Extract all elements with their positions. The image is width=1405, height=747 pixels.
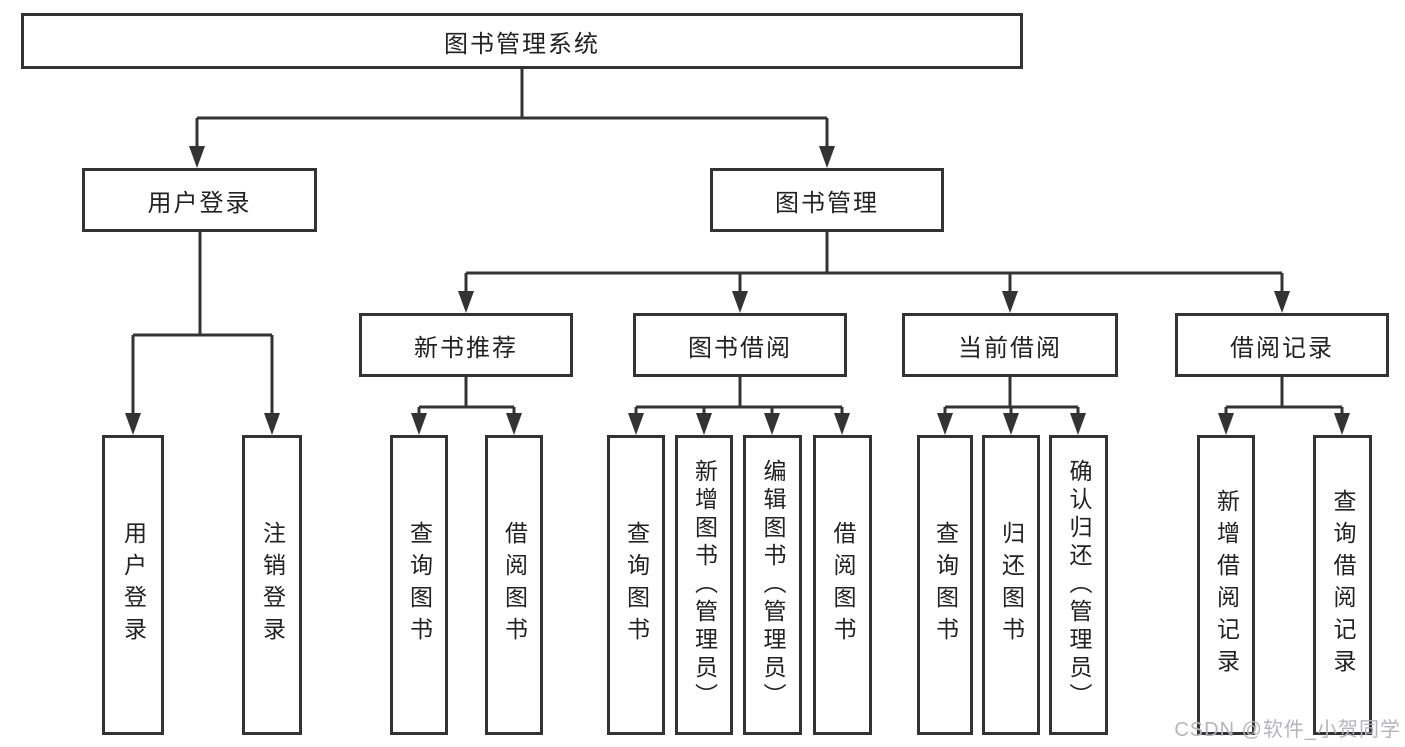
leaf-return-book: 归还图书 (982, 435, 1040, 735)
arrowhead-icon (1070, 413, 1086, 435)
arrowhead-icon (764, 413, 780, 435)
arrowhead-icon (411, 413, 427, 435)
arrowhead-icon (125, 413, 141, 435)
arrowhead-icon (506, 413, 522, 435)
arrowhead-icon (834, 413, 850, 435)
arrowhead-icon (1334, 413, 1350, 435)
connector-borrow (634, 377, 844, 419)
connector-root (195, 69, 829, 152)
arrowhead-icon (696, 413, 712, 435)
arrowhead-icon (732, 291, 748, 313)
leaf-query-book-rec: 查询图书 (390, 435, 448, 735)
connector-current (943, 377, 1080, 419)
leaf-query-book-borrow: 查询图书 (607, 435, 665, 735)
connector-mgmt (464, 232, 1284, 297)
leaf-add-borrow-record: 新增借阅记录 (1197, 435, 1255, 735)
connector-login (131, 232, 274, 419)
leaf-query-book-current: 查询图书 (917, 435, 973, 735)
node-user-login: 用户登录 (82, 168, 317, 232)
arrowhead-icon (1274, 291, 1290, 313)
node-book-management: 图书管理 (710, 168, 944, 232)
watermark: CSDN @软件_小贺同学 (1174, 719, 1401, 741)
node-borrow-records: 借阅记录 (1175, 313, 1389, 377)
leaf-borrow-book: 借阅图书 (813, 435, 872, 735)
leaf-borrow-book-rec: 借阅图书 (485, 435, 543, 735)
arrowhead-icon (189, 146, 205, 168)
arrowhead-icon (628, 413, 644, 435)
arrowhead-icon (1218, 413, 1234, 435)
leaf-add-book-admin: 新增图书（管理员） (675, 435, 733, 735)
leaf-confirm-return-admin: 确认归还（管理员） (1049, 435, 1108, 735)
node-new-book-recommend: 新书推荐 (359, 313, 573, 377)
node-book-borrow: 图书借阅 (633, 313, 847, 377)
leaf-query-borrow-record: 查询借阅记录 (1313, 435, 1372, 735)
arrowhead-icon (819, 146, 835, 168)
arrowhead-icon (458, 291, 474, 313)
arrowhead-icon (937, 413, 953, 435)
arrowhead-icon (1003, 413, 1019, 435)
leaf-logout: 注销登录 (242, 435, 302, 735)
arrowhead-icon (1002, 291, 1018, 313)
connector-record (1224, 377, 1344, 419)
leaf-user-login: 用户登录 (102, 435, 164, 735)
node-current-borrow: 当前借阅 (902, 313, 1118, 377)
connector-rec (417, 377, 516, 419)
arrowhead-icon (264, 413, 280, 435)
leaf-edit-book-admin: 编辑图书（管理员） (743, 435, 802, 735)
node-library-system: 图书管理系统 (21, 13, 1023, 69)
